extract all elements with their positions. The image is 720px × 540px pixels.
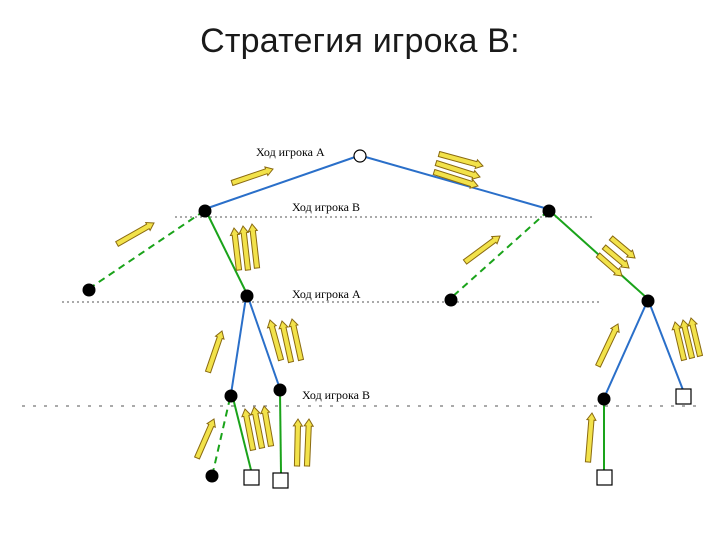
- strategy-arrow-icon: [241, 408, 257, 452]
- node-r1: [542, 204, 556, 218]
- strategy-arrow-icon: [595, 252, 623, 277]
- terminal-node-r3: [675, 388, 692, 405]
- edge-root-right: [361, 155, 549, 210]
- terminal-node-m4: [272, 472, 289, 489]
- strategy-arrow-icon: [278, 320, 295, 364]
- node-l2-outer: [82, 283, 96, 297]
- strategy-arrow-icon: [462, 235, 501, 265]
- strategy-arrows: [115, 150, 704, 467]
- strategy-arrow-icon: [229, 227, 243, 271]
- strategy-arrow-icon: [288, 318, 305, 362]
- node-r2: [641, 294, 655, 308]
- node-l3: [224, 389, 238, 403]
- node-r3: [597, 392, 611, 406]
- strategy-arrow-icon: [671, 321, 688, 362]
- strategy-arrow-icon: [303, 418, 315, 467]
- strategy-arrow-icon: [595, 323, 620, 368]
- tree-edges: [89, 155, 684, 474]
- level-label-3: Ход игрока A: [292, 287, 361, 301]
- strategy-arrow-icon: [584, 412, 597, 463]
- level-label-1: Ход игрока A: [256, 145, 325, 159]
- strategy-arrow-icon: [247, 223, 261, 269]
- slide-title: Стратегия игрока B:: [200, 22, 520, 60]
- level-label-4: Ход игрока B: [302, 388, 370, 402]
- strategy-arrow-icon: [434, 159, 481, 180]
- edge-l1-solid: [205, 210, 248, 295]
- strategy-arrow-icon: [437, 150, 484, 170]
- strategy-arrow-icon: [115, 221, 155, 247]
- strategy-arrow-icon: [238, 225, 252, 271]
- strategy-arrow-icon: [601, 244, 630, 269]
- edge-l2-right: [247, 296, 281, 390]
- edge-r2-right: [648, 301, 684, 391]
- node-r2-inner: [444, 293, 458, 307]
- node-l2: [240, 289, 254, 303]
- strategy-arrow-icon: [250, 406, 266, 450]
- strategy-arrow-icon: [193, 418, 216, 460]
- strategy-arrow-icon: [687, 317, 704, 358]
- strategy-arrow-icon: [292, 418, 304, 467]
- edge-r2-left: [603, 301, 648, 399]
- strategy-arrow-icon: [266, 319, 285, 362]
- strategy-arrow-icon: [259, 405, 275, 447]
- edge-l3-solid: [232, 397, 252, 471]
- edge-l1-dashed: [89, 210, 205, 289]
- strategy-arrow-icon: [679, 319, 696, 360]
- edge-root-left: [204, 155, 359, 210]
- edge-l2-left: [230, 296, 247, 395]
- strategy-arrow-icon: [204, 330, 225, 374]
- node-l1: [198, 204, 212, 218]
- edge-r1-dashed: [450, 210, 549, 299]
- level-separators: [22, 216, 700, 407]
- edge-l3-dashed: [212, 397, 231, 473]
- terminal-node-r4: [596, 469, 613, 486]
- terminal-node-l4: [243, 469, 260, 486]
- tree-nodes: [82, 149, 692, 489]
- level-label-2: Ход игрока B: [292, 200, 360, 214]
- node-m3: [273, 383, 287, 397]
- strategy-arrow-icon: [230, 166, 274, 187]
- strategy-arrow-icon: [608, 235, 636, 259]
- edge-m3-solid: [279, 391, 282, 474]
- node-l4: [205, 469, 219, 483]
- strategy-arrow-icon: [432, 168, 479, 189]
- root-node: [353, 149, 367, 163]
